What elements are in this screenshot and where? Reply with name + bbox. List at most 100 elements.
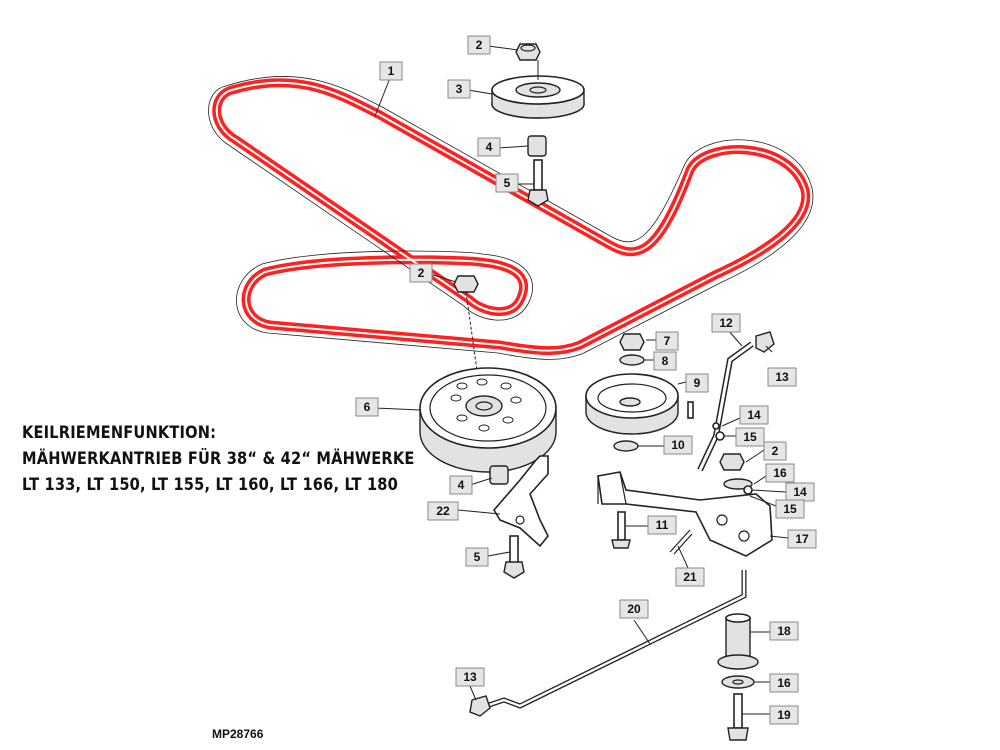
svg-text:11: 11 [656,518,669,532]
caption-subtitle: MÄHWERKANTRIEB FÜR 38“ & 42“ MÄHWERKE [22,449,415,469]
long-rod-icon [485,570,747,709]
nut-icon [453,275,479,293]
diagram-caption: KEILRIEMENFUNKTION: MÄHWERKANTRIEB FÜR 3… [22,420,415,498]
callout-15: 15 [735,427,765,447]
callout-12: 12 [711,313,741,333]
callout-11: 11 [647,515,677,535]
bushing-top-icon [725,613,751,623]
large-pulley-rim-icon [429,374,547,442]
spacer-icon [489,465,509,485]
caption-title: KEILRIEMENFUNKTION: [22,423,217,443]
cotter-pin-icon [669,529,693,555]
svg-text:9: 9 [694,376,701,390]
pulley-hub-icon [515,82,561,98]
callout-1: 1 [379,61,403,81]
callout-2: 2 [409,263,433,283]
svg-text:8: 8 [662,354,669,368]
belt-outline [208,75,814,360]
callouts: 1 2 3 4 5 2 6 4 22 5 7 8 9 10 12 13 14 1… [355,35,817,725]
callout-18: 18 [769,621,799,641]
svg-text:15: 15 [783,502,797,516]
svg-text:10: 10 [671,438,685,452]
callout-13: 13 [455,667,485,687]
main-pulley-assembly [419,275,557,579]
clip-icon [743,485,753,495]
callout-2: 2 [763,441,787,461]
nut-icon [515,43,541,61]
svg-text:2: 2 [476,38,483,52]
spacer-icon [527,135,547,157]
callout-4: 4 [449,475,473,495]
callout-13: 13 [767,367,797,387]
drive-belt [208,75,814,360]
large-pulley-bore-icon [475,401,493,411]
nut-icon [619,333,645,351]
callout-3: 3 [447,79,471,99]
callout-8: 8 [653,351,677,371]
large-pulley-hub-icon [465,395,503,417]
callout-19: 19 [769,705,799,725]
svg-text:2: 2 [418,266,425,280]
svg-text:4: 4 [486,140,493,154]
arm-hole-icon [515,515,525,525]
belt-inner-edge [215,81,807,352]
bracket-flange-icon [597,471,627,505]
callout-6: 6 [355,397,379,417]
svg-text:14: 14 [747,408,761,422]
callout-5: 5 [495,173,519,193]
drawing-number: MP28766 [212,727,264,741]
svg-text:5: 5 [504,176,511,190]
svg-text:16: 16 [773,466,787,480]
callout-22: 22 [427,501,459,521]
svg-text:4: 4 [458,478,465,492]
bracket-hole-icon [738,530,750,542]
svg-text:12: 12 [719,316,733,330]
linkage-assembly [469,331,775,741]
nut-icon [469,695,491,717]
washer-icon [721,675,755,689]
svg-text:13: 13 [463,670,477,684]
nut-top-icon [520,44,536,52]
svg-text:22: 22 [436,504,450,518]
pin-icon [687,401,694,419]
callout-4: 4 [477,137,501,157]
callout-21: 21 [675,567,705,587]
callout-9: 9 [685,373,709,393]
washer-icon [613,440,639,452]
bushing-icon [725,617,751,659]
callout-15: 15 [775,499,805,519]
leader-lines [373,45,789,715]
clip-icon [712,422,720,430]
svg-text:20: 20 [627,602,641,616]
bolt-head-icon [727,727,749,741]
bolt-head-icon [503,561,525,579]
callout-10: 10 [663,435,693,455]
svg-text:5: 5 [474,550,481,564]
callout-2: 2 [467,35,491,55]
idler-arm-icon [493,455,549,548]
idler-pulley-icon [585,373,679,419]
idler-pulley-groove-icon [597,383,667,413]
svg-text:2: 2 [772,444,779,458]
callout-5: 5 [465,547,489,567]
washer-small-icon [715,431,725,441]
callout-16: 16 [769,673,799,693]
pulley-holes [450,378,522,432]
nut-icon [719,453,745,471]
washer-icon [619,354,645,366]
bolt-icon [617,511,626,541]
bracket-hole-icon [716,514,728,526]
svg-text:3: 3 [456,82,463,96]
svg-text:18: 18 [777,624,791,638]
caption-models: LT 133, LT 150, LT 155, LT 160, LT 166, … [22,475,398,495]
bushing-base-icon [717,654,759,670]
upper-idler-assembly [491,43,585,207]
bolt-head-icon [527,189,549,207]
bolt-head-icon [611,539,631,549]
callout-16: 16 [765,463,795,483]
bolt-icon [533,159,543,191]
callout-7: 7 [655,331,679,351]
right-idler-assembly [585,333,679,452]
svg-text:7: 7 [664,334,671,348]
